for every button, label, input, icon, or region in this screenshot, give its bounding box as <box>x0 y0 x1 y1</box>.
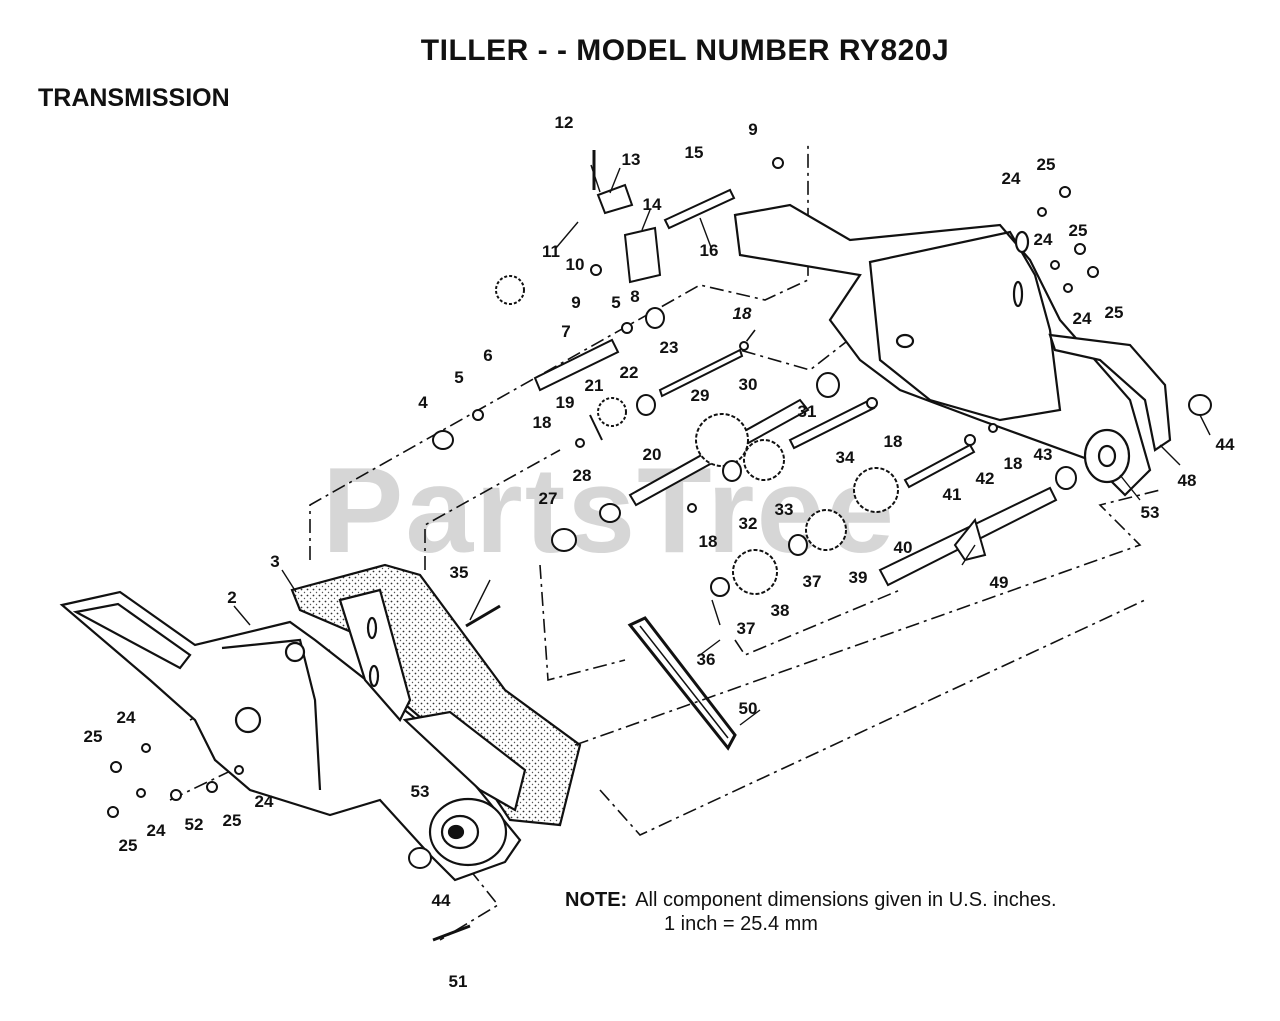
callout-7: 7 <box>561 322 570 341</box>
callout-24: 24 <box>1073 309 1092 328</box>
callout-15: 15 <box>685 143 704 162</box>
callout-20: 20 <box>643 445 662 464</box>
leader-lines <box>233 164 1211 726</box>
left-housing-half <box>59 590 522 882</box>
shaft-49 <box>878 486 1058 587</box>
callout-53: 53 <box>1141 503 1160 522</box>
callout-6: 6 <box>483 346 492 365</box>
note-line2: 1 inch = 25.4 mm <box>664 913 818 935</box>
callout-48: 48 <box>1178 471 1197 490</box>
callout-37: 37 <box>737 619 756 638</box>
callout-25: 25 <box>119 836 138 855</box>
callout-5: 5 <box>454 368 463 387</box>
callout-34: 34 <box>836 448 855 467</box>
note-label: NOTE: <box>565 889 628 911</box>
callout-8: 8 <box>630 287 639 306</box>
callout-18: 18 <box>884 432 903 451</box>
callout-49: 49 <box>990 573 1009 592</box>
right-housing-half <box>733 203 1172 497</box>
callout-25: 25 <box>84 727 103 746</box>
callout-24: 24 <box>1002 169 1021 188</box>
dimension-note: NOTE: All component dimensions given in U… <box>565 888 1057 936</box>
callout-10: 10 <box>566 255 585 274</box>
callout-2: 2 <box>227 588 236 607</box>
callout-44: 44 <box>1216 435 1235 454</box>
callout-24: 24 <box>1034 230 1053 249</box>
callout-18: 18 <box>699 532 718 551</box>
callout-18: 18 <box>733 304 752 323</box>
callout-19: 19 <box>556 393 575 412</box>
callout-24: 24 <box>117 708 136 727</box>
callout-9: 9 <box>748 120 757 139</box>
callout-37: 37 <box>803 572 822 591</box>
callout-labels: 2 3 4 5 5 6 7 8 9 9 10 11 12 13 14 15 16… <box>84 113 1235 991</box>
callout-4: 4 <box>418 393 428 412</box>
callout-18: 18 <box>1004 454 1023 473</box>
callout-31: 31 <box>798 402 817 421</box>
callout-39: 39 <box>849 568 868 587</box>
callout-13: 13 <box>622 150 641 169</box>
callout-25: 25 <box>223 811 242 830</box>
callout-30: 30 <box>739 375 758 394</box>
callout-32: 32 <box>739 514 758 533</box>
callout-33: 33 <box>775 500 794 519</box>
callout-38: 38 <box>771 601 790 620</box>
callout-42: 42 <box>976 469 995 488</box>
diagram-title: TILLER - - MODEL NUMBER RY820J <box>420 34 950 67</box>
callout-53: 53 <box>411 782 430 801</box>
callout-40: 40 <box>894 538 913 557</box>
callout-52: 52 <box>185 815 204 834</box>
sprockets <box>495 275 899 595</box>
callout-24: 24 <box>147 821 166 840</box>
callout-41: 41 <box>943 485 962 504</box>
callout-36: 36 <box>697 650 716 669</box>
callout-28: 28 <box>573 466 592 485</box>
callout-14: 14 <box>643 195 662 214</box>
small-parts <box>107 150 1212 942</box>
callout-24: 24 <box>255 792 274 811</box>
callout-25: 25 <box>1069 221 1088 240</box>
callout-3: 3 <box>270 552 279 571</box>
right-housing-gasket <box>290 563 582 827</box>
callout-11: 11 <box>542 242 560 261</box>
callout-35: 35 <box>450 563 469 582</box>
callout-18: 18 <box>533 413 552 432</box>
callout-22: 22 <box>620 363 639 382</box>
section-heading: TRANSMISSION <box>38 84 230 112</box>
callout-43: 43 <box>1034 445 1053 464</box>
callout-12: 12 <box>555 113 574 132</box>
callout-9: 9 <box>571 293 580 312</box>
pulley-left <box>428 797 508 867</box>
callout-29: 29 <box>691 386 710 405</box>
callout-25: 25 <box>1105 303 1124 322</box>
callout-51: 51 <box>449 972 468 991</box>
callout-50: 50 <box>739 699 758 718</box>
callout-27: 27 <box>539 489 558 508</box>
callout-16: 16 <box>700 241 719 260</box>
note-line1: All component dimensions given in U.S. i… <box>635 889 1057 911</box>
callout-25: 25 <box>1037 155 1056 174</box>
callout-23: 23 <box>660 338 679 357</box>
callout-21: 21 <box>585 376 604 395</box>
drive-chain <box>627 616 737 751</box>
callout-5: 5 <box>611 293 620 312</box>
callout-44: 44 <box>432 891 451 910</box>
